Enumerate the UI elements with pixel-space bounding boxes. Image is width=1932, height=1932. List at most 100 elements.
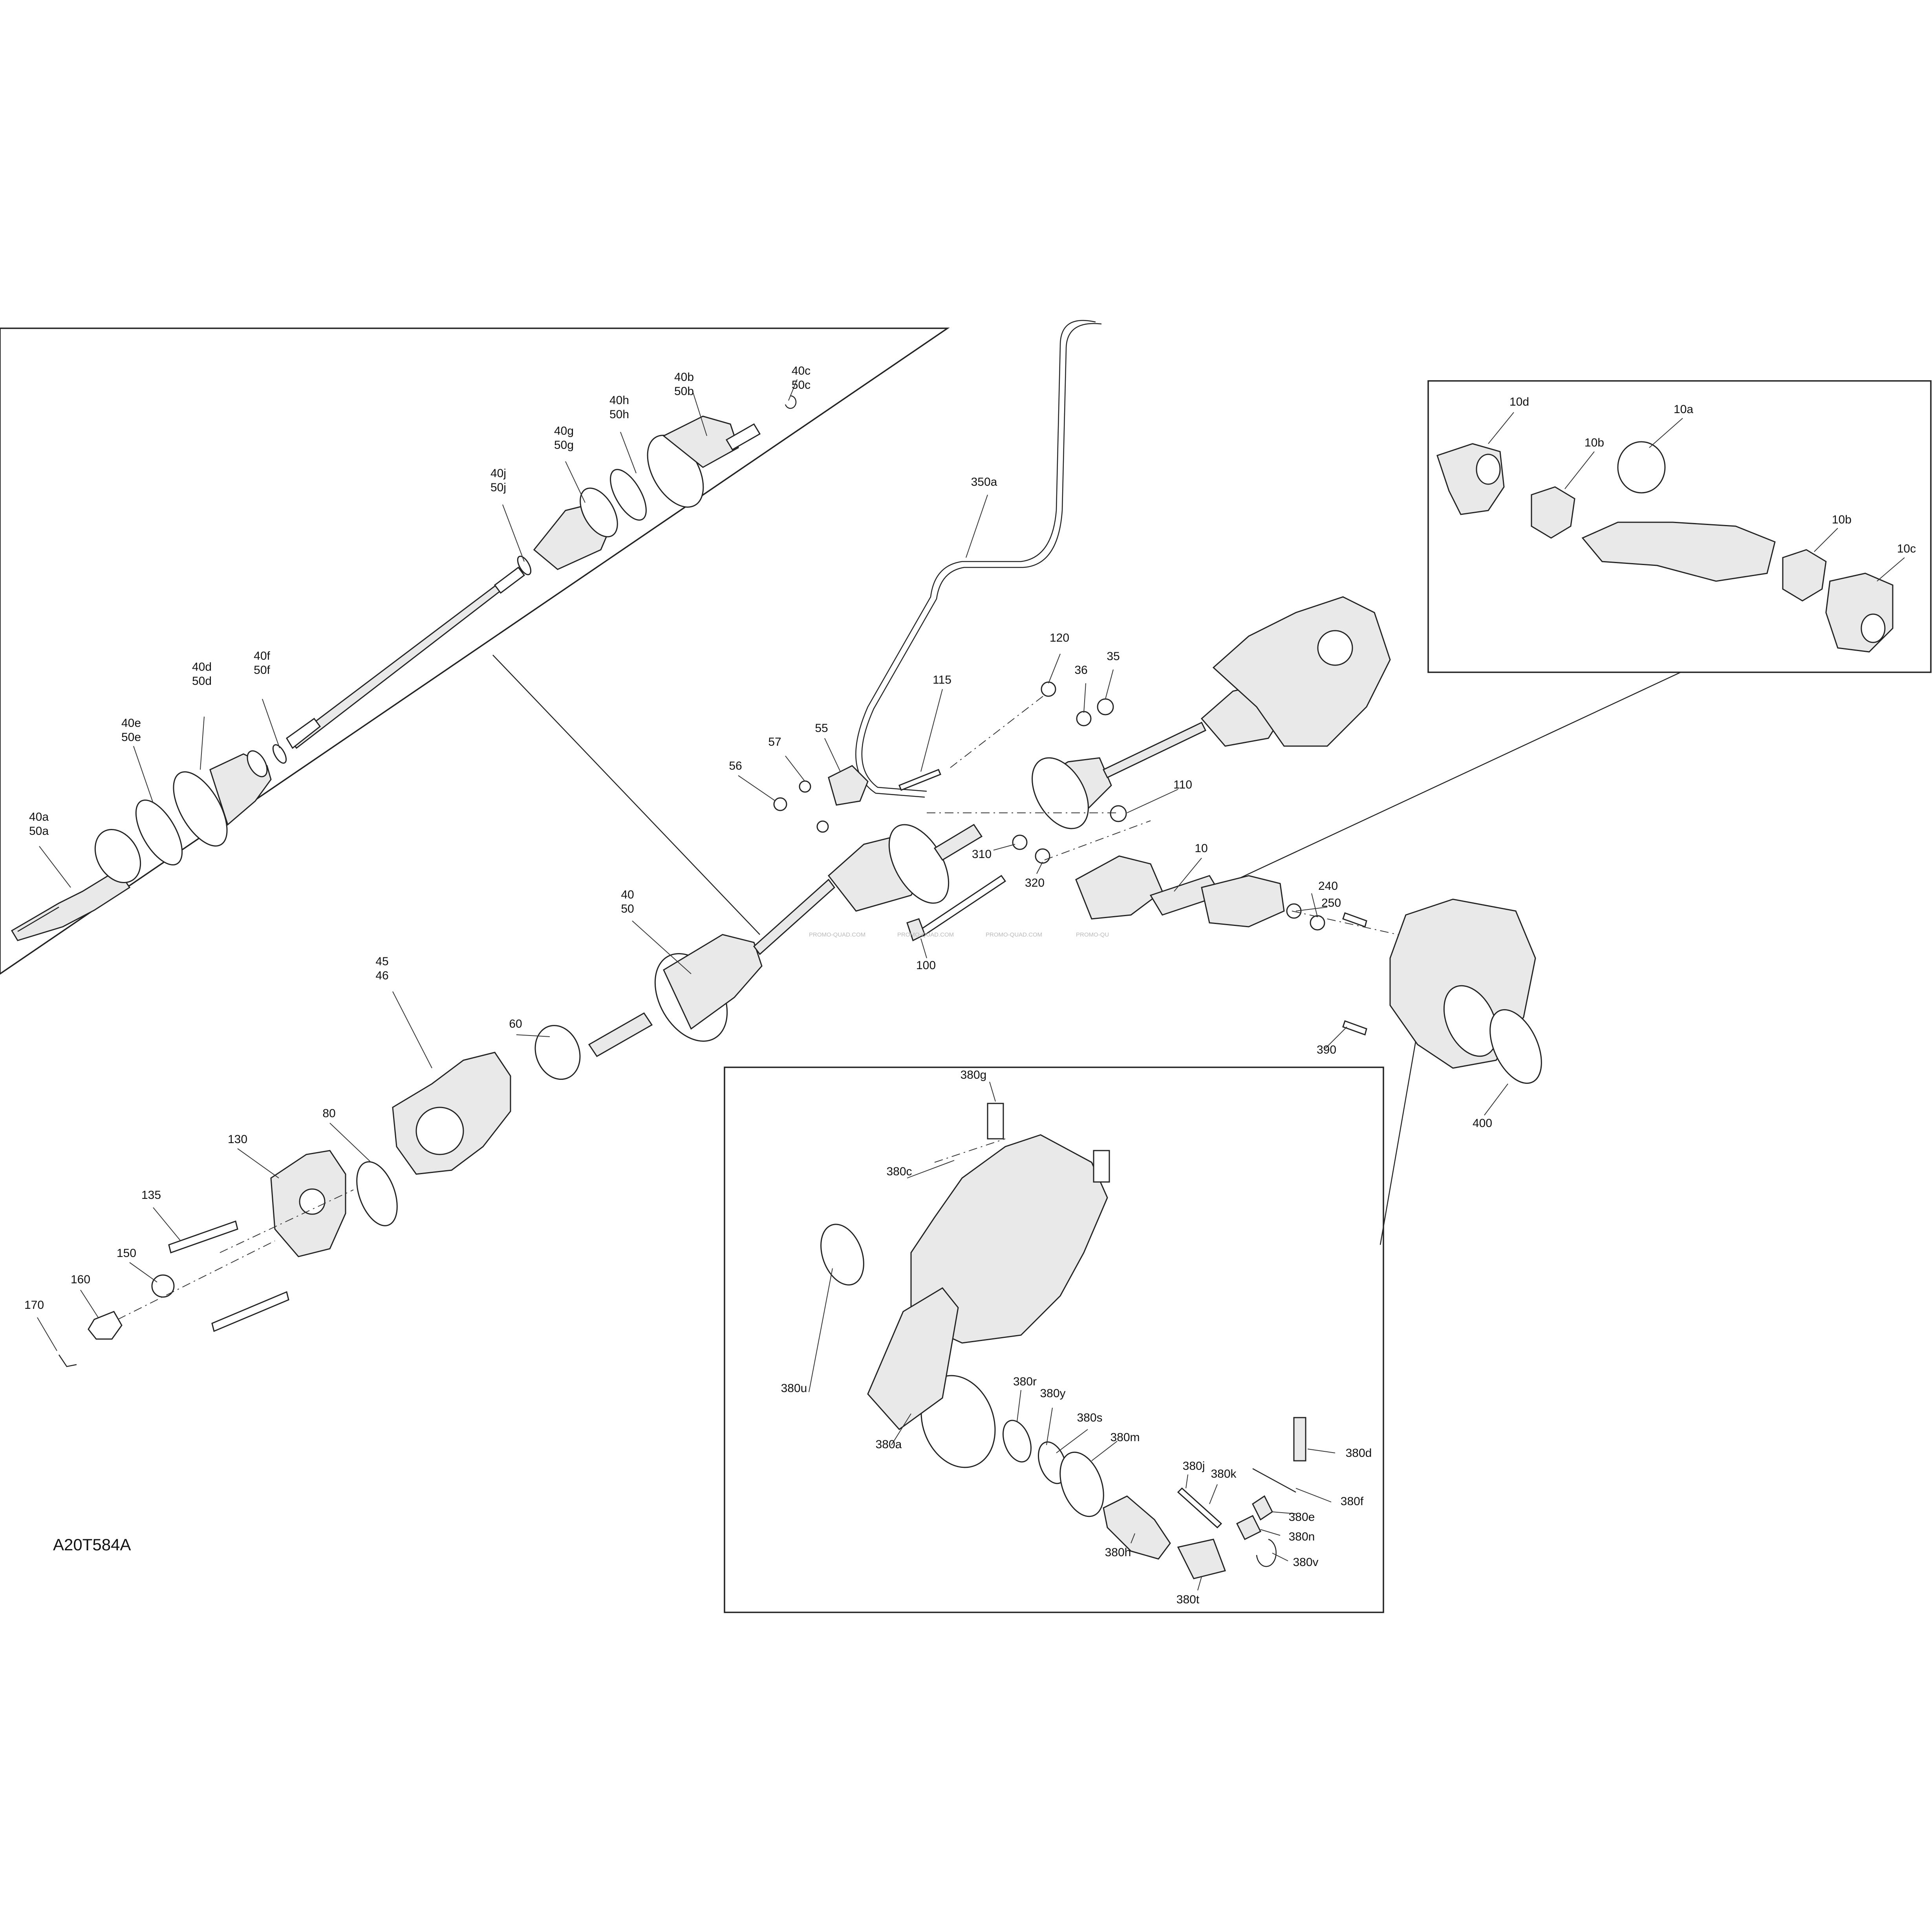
callout-380d: 380d (1346, 1447, 1372, 1460)
callout-line: 50g (554, 439, 574, 452)
axle-shaft (286, 566, 525, 749)
u-joint-parts (1436, 441, 1894, 653)
callout-line: 10c (1897, 542, 1916, 555)
wheel-stud-135-bottom (211, 1291, 289, 1332)
clip-380v (1256, 1539, 1277, 1567)
cross-10b-left (1531, 486, 1575, 539)
callout-310: 310 (972, 848, 992, 861)
washer-36 (1076, 711, 1092, 726)
bolt-115 (898, 769, 941, 791)
watermark-3: PROMO-QUAD.COM (986, 931, 1042, 938)
bolt-320 (1035, 848, 1050, 864)
callout-line: 10d (1509, 395, 1529, 408)
o-ring-400 (1489, 1009, 1542, 1084)
callout-380m: 380m (1110, 1431, 1140, 1444)
callout-line: 380s (1077, 1411, 1102, 1424)
callout-line: 380h (1105, 1546, 1131, 1559)
vent-tube-350a (855, 320, 1096, 798)
watermark-1: PROMO-QUAD.COM (809, 931, 865, 938)
callout-36: 36 (1074, 664, 1087, 677)
right-axle-shaft (1102, 722, 1207, 778)
callout-56: 56 (729, 759, 742, 772)
callout-380f: 380f (1341, 1495, 1364, 1508)
callout-line: 380n (1289, 1530, 1315, 1543)
callout-line: 390 (1317, 1043, 1336, 1056)
callout-line: 130 (228, 1133, 247, 1146)
callout-line: 380m (1110, 1431, 1140, 1444)
callout-57: 57 (768, 735, 781, 748)
callout-390: 390 (1317, 1043, 1336, 1056)
cotter-pin-170 (58, 1354, 77, 1367)
watermarks: PROMO-QUAD.COM PROMO-QUAD.COM PROMO-QUAD… (809, 931, 1109, 938)
ring-10a (1617, 441, 1666, 494)
callout-line: 40e (121, 717, 141, 730)
callout-line: 40c (792, 364, 810, 377)
callout-line: 36 (1074, 664, 1087, 677)
callout-line: 120 (1050, 631, 1069, 644)
callout-380c: 380c (886, 1165, 912, 1178)
circlip (785, 395, 797, 409)
shaft-380h (1103, 1495, 1171, 1560)
callout-line: 380y (1040, 1387, 1065, 1400)
callout-line: 50j (490, 481, 506, 494)
callout-line: 380a (876, 1438, 902, 1451)
callout-10: 10 (1195, 842, 1208, 855)
washer-56 (773, 797, 787, 811)
callout-line: 240 (1318, 880, 1338, 893)
gearbox-housing-380a (910, 1134, 1108, 1344)
washer-310 (1012, 834, 1028, 850)
actuator-380d (1293, 1417, 1306, 1462)
spacer-250 (1286, 903, 1302, 919)
callout-line: 50f (254, 664, 270, 677)
callout-250: 250 (1321, 896, 1341, 909)
pin-380j (1177, 1487, 1222, 1529)
callout-380r: 380r (1013, 1375, 1037, 1388)
callout-line: 50a (29, 825, 49, 838)
callout-line: 350a (971, 476, 997, 488)
callout-line: 40g (554, 424, 574, 437)
washer-55b (816, 820, 829, 833)
outer-boot-40 (663, 934, 763, 1030)
callout-line: 80 (322, 1107, 335, 1120)
diagram-code: A20T584A (53, 1535, 131, 1554)
bushing-35 (1097, 698, 1114, 715)
callout-380a: 380a (876, 1438, 902, 1451)
gearbox-detail-frame (724, 1067, 1384, 1613)
inner-boot (533, 487, 618, 570)
callout-10c: 10c (1897, 542, 1916, 555)
callout-line: 40d (192, 660, 212, 673)
callout-line: 40f (254, 649, 270, 662)
nut-160 (88, 1311, 123, 1340)
callout-380k: 380k (1211, 1467, 1237, 1480)
callout-line: 150 (117, 1247, 136, 1260)
hub-bore (299, 1188, 326, 1215)
leader-lines (37, 379, 1905, 1591)
bolt-100-head (906, 918, 926, 942)
inner-boot-clamp-small (517, 556, 532, 575)
callout-line: 50 (621, 902, 634, 915)
callout-line: 56 (729, 759, 742, 772)
bearing-380m (1059, 1451, 1104, 1517)
callout-240: 240 (1318, 880, 1338, 893)
driveshaft-exploded-parts (11, 395, 797, 941)
yoke-rear (1201, 875, 1285, 928)
main-axle-shaft (753, 878, 836, 955)
callout-110: 110 (1173, 778, 1192, 791)
callout-10d: 10d (1509, 395, 1529, 408)
callout-150: 150 (117, 1247, 136, 1260)
callout-line: 40a (29, 810, 49, 823)
callout-line: 380g (961, 1068, 987, 1081)
callout-line: 50b (674, 385, 694, 398)
callout-line: 10 (1195, 842, 1208, 855)
callout-line: 50e (121, 731, 141, 744)
callout-line: 55 (815, 722, 828, 735)
